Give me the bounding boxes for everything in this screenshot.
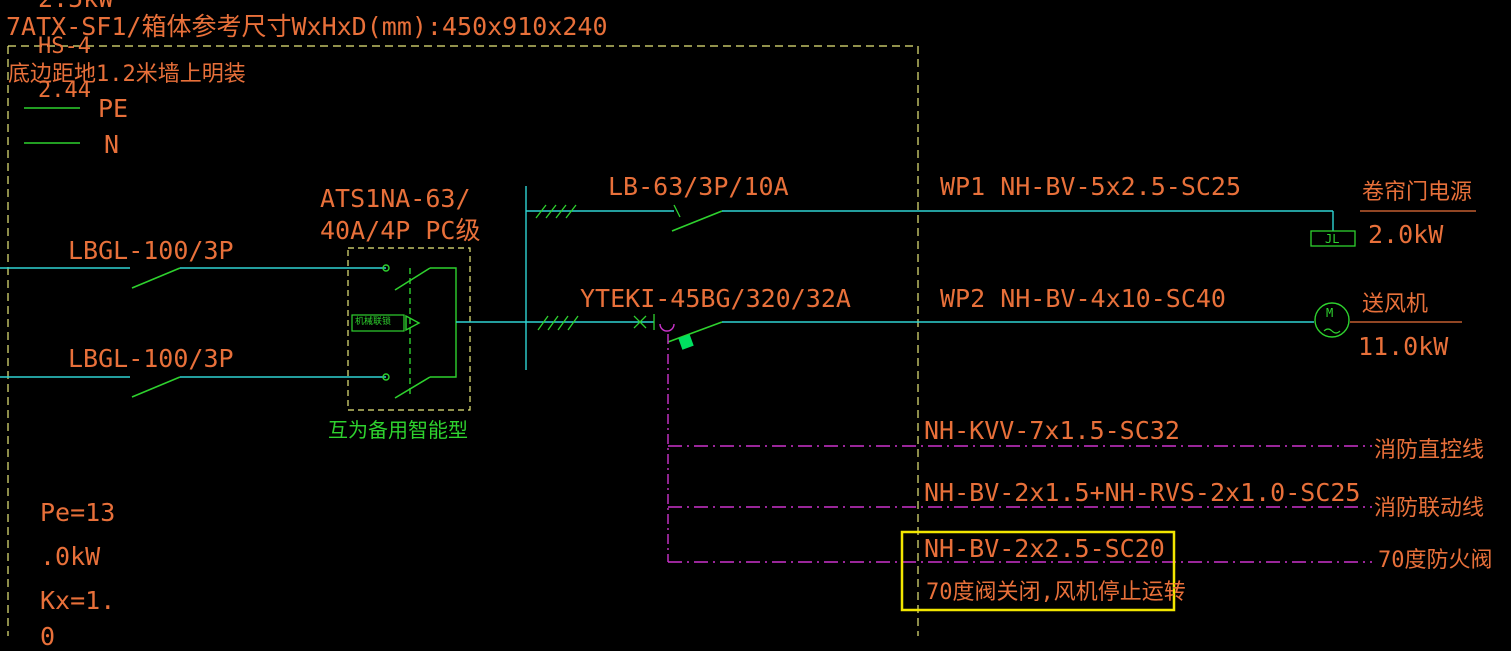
ats-note: 互为备用智能型: [328, 418, 468, 442]
control-3-dest: 70度防火阀: [1378, 548, 1493, 573]
wp2-ticks-3: [557, 315, 569, 331]
wp2-ticks-2: [547, 315, 559, 331]
wp2-cable-label: WP2 NH-BV-4x10-SC40: [940, 284, 1226, 313]
header-partial-text: 2.5kW: [38, 0, 113, 11]
wp1-ticks-3: [555, 204, 567, 219]
summary-kx: Kx=1.: [40, 586, 116, 615]
motor-tilde: [1323, 328, 1341, 334]
wp2-load-power: 11.0kW: [1358, 332, 1449, 361]
ats-arrow: [405, 314, 421, 332]
jl-device-label: JL: [1325, 232, 1340, 246]
wp1-ticks-4: [565, 204, 577, 219]
wp2-ticks-4: [567, 315, 579, 331]
wp2-load-name: 送风机: [1362, 292, 1429, 317]
wp1-breaker-mark: [673, 204, 681, 218]
summary-partial: 0: [40, 622, 56, 651]
wp2-ticks: [537, 315, 549, 331]
ats-interlock-label: 机械联锁: [355, 317, 392, 327]
summary-pe-1: Pe=13: [40, 498, 116, 527]
wp2-shunt-block: [678, 334, 694, 350]
control-1-dest: 消防直控线: [1374, 438, 1485, 463]
feeder-2-label: LBGL-100/3P: [68, 344, 234, 373]
cabinet-title: 7ATX-SF1/箱体参考尺寸WxHxD(mm):450x910x240: [6, 12, 608, 41]
control-2-cable: NH-BV-2x1.5+NH-RVS-2x1.0-SC25: [924, 478, 1361, 507]
wp1-load-name: 卷帘门电源: [1362, 180, 1473, 205]
legend-n-label: N: [104, 130, 120, 159]
control-3-note: 70度阀关闭,风机停止运转: [926, 580, 1186, 605]
feeder-2-switch: [131, 376, 181, 398]
cabinet-outline: [8, 45, 919, 636]
ats-contact-1: [382, 264, 390, 272]
wp2-breaker-switch: [667, 321, 723, 343]
wp1-load-power: 2.0kW: [1368, 220, 1444, 249]
ats-label-line2: 40A/4P PC级: [320, 216, 481, 245]
feeder-1-switch: [131, 267, 181, 289]
wp2-cross-b: [633, 315, 647, 329]
ats-contact-2: [382, 373, 390, 381]
mounting-note: 底边距地1.2米墙上明装: [8, 62, 246, 87]
ats-switch-2: [394, 376, 431, 399]
control-3-cable: NH-BV-2x2.5-SC20: [924, 534, 1165, 563]
jl-device-box: [1310, 230, 1356, 247]
wp1-ticks-2: [545, 204, 557, 219]
feeder-1-label: LBGL-100/3P: [68, 236, 234, 265]
wp1-breaker-switch: [671, 210, 723, 232]
ats-label-line1: ATS1NA-63/: [320, 184, 471, 213]
highlight-frame: [900, 530, 1176, 612]
ats-switch-1: [394, 267, 431, 291]
wp1-ticks: [535, 204, 547, 219]
ats-bus-right: [430, 267, 457, 378]
overlap-partial-1: HS-4: [38, 34, 91, 59]
system-diagram: [0, 45, 1476, 636]
wp2-thermal-arc: [659, 323, 675, 332]
overlap-partial-2: 2.44: [38, 78, 91, 103]
ats-interlock-box: [351, 314, 405, 332]
wp2-breaker-label: YTEKI-45BG/320/32A: [580, 284, 851, 313]
summary-pe-2: .0kW: [40, 542, 101, 571]
ats-box: [347, 247, 471, 411]
legend-pe-label: PE: [98, 94, 129, 123]
wp1-cable-label: WP1 NH-BV-5x2.5-SC25: [940, 172, 1242, 201]
motor-icon: [1314, 302, 1350, 338]
wp1-breaker-label: LB-63/3P/10A: [608, 172, 789, 201]
control-1-cable: NH-KVV-7x1.5-SC32: [924, 416, 1180, 445]
control-2-dest: 消防联动线: [1374, 496, 1485, 521]
motor-symbol: M: [1326, 306, 1334, 320]
